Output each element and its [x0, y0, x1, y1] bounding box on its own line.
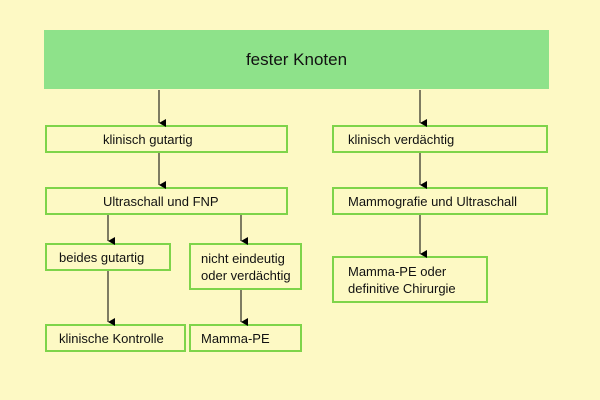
node-klinische-kontrolle: klinische Kontrolle	[45, 324, 186, 352]
root-node-fester-knoten: fester Knoten	[44, 30, 549, 89]
node-label: klinische Kontrolle	[59, 330, 164, 346]
node-mammografie-ultraschall: Mammografie und Ultraschall	[332, 187, 548, 215]
node-label: Ultraschall und FNP	[103, 193, 219, 209]
node-mamma-pe-chirurgie: Mamma-PE oder definitive Chirurgie	[332, 256, 488, 303]
root-node-label: fester Knoten	[245, 49, 348, 69]
node-klinisch-verdaechtig: klinisch verdächtig	[332, 125, 548, 153]
node-label: Mamma-PE oder definitive Chirurgie	[348, 263, 456, 296]
node-label: beides gutartig	[59, 249, 145, 265]
node-label: Mammografie und Ultraschall	[348, 193, 518, 209]
node-beides-gutartig: beides gutartig	[45, 243, 171, 271]
node-label: Mamma-PE	[201, 330, 270, 346]
node-label: nicht eindeutig oder verdächtig	[201, 250, 291, 283]
node-label: klinisch gutartig	[103, 131, 193, 147]
node-klinisch-gutartig: klinisch gutartig	[45, 125, 288, 153]
node-mamma-pe: Mamma-PE	[189, 324, 302, 352]
node-label: klinisch verdächtig	[348, 131, 455, 147]
node-ultraschall-fnp: Ultraschall und FNP	[45, 187, 288, 215]
